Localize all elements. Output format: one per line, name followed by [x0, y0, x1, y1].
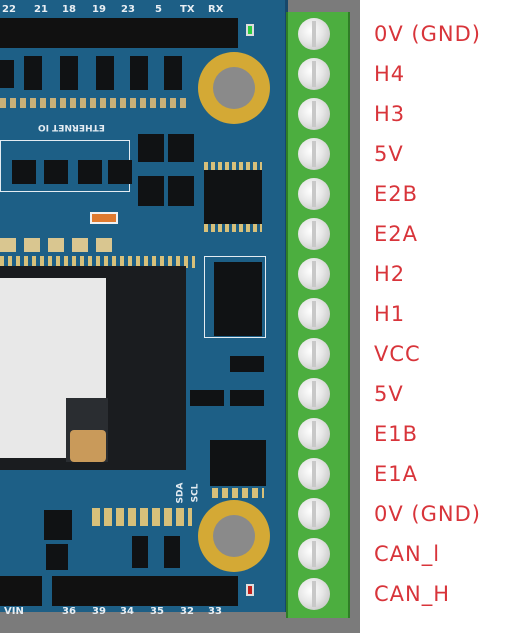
bottom-header-pin-label: 33: [208, 606, 222, 617]
io-chip: [138, 176, 164, 206]
bottom-header-pin-label: 34: [120, 606, 134, 617]
bottom-header-pin-label: 32: [180, 606, 194, 617]
transistor: [132, 536, 148, 568]
io-chip: [108, 160, 132, 184]
terminal-screw: [298, 218, 330, 250]
pin-label-5v: 5V: [374, 382, 404, 406]
screw-terminal-block: [286, 12, 350, 618]
bottom-header-pin-label: 39: [92, 606, 106, 617]
pin-label-h1: H1: [374, 302, 406, 326]
terminal-screw: [298, 18, 330, 50]
terminal-screw: [298, 578, 330, 610]
transistor: [96, 56, 114, 90]
bottom-header-pin-label: 35: [150, 606, 164, 617]
top-header-pin-label: 5: [155, 4, 162, 15]
small-ic: [44, 510, 72, 540]
bottom-pin-header-left: [0, 576, 42, 606]
terminal-screw: [298, 178, 330, 210]
pin-label-h3: H3: [374, 102, 406, 126]
pin-label-e2b: E2B: [374, 182, 419, 206]
io-chip: [168, 134, 194, 162]
module-pads: [0, 256, 195, 268]
pcb-board-photo: 22 21 18 19 23 5 TX RX ETHERNET IO: [0, 0, 360, 633]
top-header-pin-label: 18: [62, 4, 76, 15]
small-ic: [190, 390, 224, 406]
pin-label-h2: H2: [374, 262, 406, 286]
io-chip: [44, 160, 68, 184]
io-chip: [168, 176, 194, 206]
top-header-pin-label: 19: [92, 4, 106, 15]
terminal-screw: [298, 98, 330, 130]
ethernet-io-label: ETHERNET IO: [38, 122, 105, 132]
terminal-pin-labels: 0V (GND) H4 H3 5V E2B E2A H2 H1 VCC 5V E…: [374, 14, 518, 614]
pin-label-gnd: 0V (GND): [374, 22, 481, 46]
scl-label: SCL: [190, 483, 201, 503]
pin-label-5v: 5V: [374, 142, 404, 166]
terminal-screw: [298, 58, 330, 90]
io-chip: [138, 134, 164, 162]
status-led-red: [246, 584, 254, 596]
io-chip: [78, 160, 102, 184]
fuse-component: [90, 212, 118, 224]
pin-label-vcc: VCC: [374, 342, 421, 366]
bottom-header-pin-label: 36: [62, 606, 76, 617]
pin-label-e1b: E1B: [374, 422, 419, 446]
bottom-pin-header: [52, 576, 238, 606]
pin-label-h4: H4: [374, 62, 406, 86]
top-pin-header: [0, 18, 238, 48]
terminal-screw: [298, 138, 330, 170]
io-chip: [12, 160, 36, 184]
small-ic: [230, 390, 264, 406]
pin-label-can-h: CAN_H: [374, 582, 451, 606]
capacitor-row: [0, 238, 120, 252]
regulator-ic: [210, 440, 266, 486]
soic-ic: [204, 170, 262, 224]
transistor: [164, 56, 182, 90]
mounting-hole: [198, 500, 270, 572]
bottom-header-pin-label: VIN: [4, 606, 24, 617]
terminal-screw: [298, 338, 330, 370]
terminal-screw: [298, 378, 330, 410]
terminal-screw: [298, 458, 330, 490]
ic-pins-top: [204, 162, 262, 170]
pin-label-e2a: E2A: [374, 222, 418, 246]
transistor: [60, 56, 78, 90]
transistor: [164, 536, 180, 568]
top-header-pin-label: 22: [2, 4, 16, 15]
mounting-hole: [198, 52, 270, 124]
resistor-array: [0, 98, 190, 108]
status-led-green: [246, 24, 254, 36]
pin-label-gnd: 0V (GND): [374, 502, 481, 526]
jumper-header: [214, 262, 262, 336]
transistor: [130, 56, 148, 90]
top-header-pin-label: TX: [180, 4, 195, 15]
terminal-screw: [298, 498, 330, 530]
top-header-pin-label: 21: [34, 4, 48, 15]
terminal-screw: [298, 538, 330, 570]
pin-label-e1a: E1A: [374, 462, 418, 486]
transistor: [46, 544, 68, 570]
transistor: [0, 60, 14, 88]
pcb-surface: 22 21 18 19 23 5 TX RX ETHERNET IO: [0, 0, 285, 617]
terminal-screw: [298, 298, 330, 330]
sda-label: SDA: [175, 482, 186, 504]
transistor: [24, 56, 42, 90]
jumper-outline: [204, 256, 266, 338]
resistor-array: [92, 508, 192, 526]
pin-label-can-l: CAN_l: [374, 542, 441, 566]
ic-pins-bottom: [204, 224, 262, 232]
terminal-screw: [298, 418, 330, 450]
top-header-pin-label: RX: [208, 4, 224, 15]
terminal-screw: [298, 258, 330, 290]
resistor-row: [212, 488, 264, 498]
antenna-connector: [70, 430, 106, 462]
top-header-pin-label: 23: [121, 4, 135, 15]
small-ic: [230, 356, 264, 372]
